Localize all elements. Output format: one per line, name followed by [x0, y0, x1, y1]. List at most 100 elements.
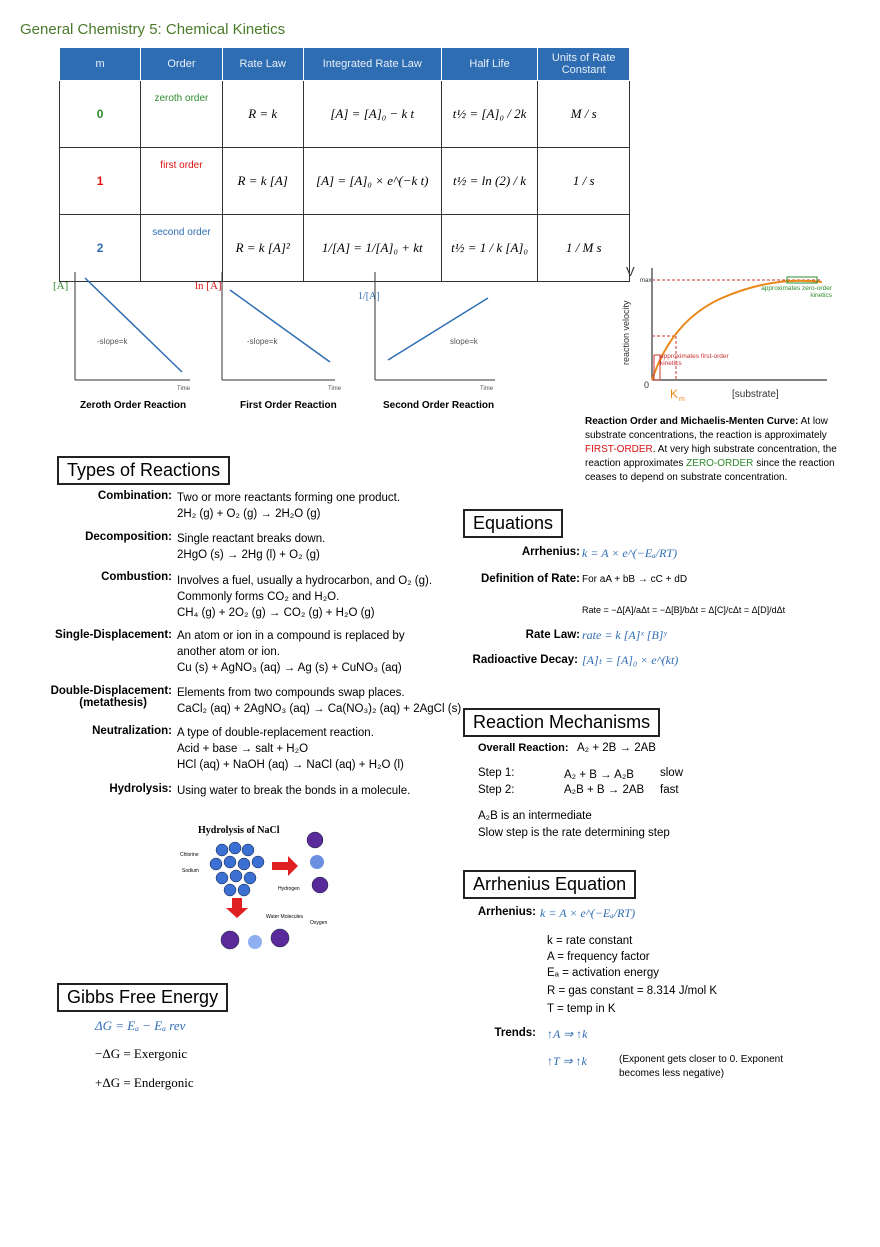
cell-units: 1 / M s: [537, 214, 630, 282]
cell-units: M / s: [537, 80, 630, 148]
mech-overall-label: Overall Reaction:: [478, 742, 569, 754]
page-title: General Chemistry 5: Chemical Kinetics: [20, 21, 286, 38]
arrh-label: Arrhenius:: [477, 906, 536, 918]
mech-note2: Slow step is the rate determining step: [478, 827, 670, 839]
type-desc: Involves a fuel, usually a hydrocarbon, …: [177, 573, 432, 621]
mechanisms-heading: Reaction Mechanisms: [463, 708, 661, 737]
type-line: CaCl₂ (aq) + 2AgNO₃ (aq) → Ca(NO₃)₂ (aq)…: [177, 703, 462, 715]
michaelis-menten-chart: V max reaction velocity [substrate] 0 K …: [621, 264, 832, 403]
graph-line: [84, 277, 183, 373]
graph-ylabel: 1/[A]: [358, 291, 380, 302]
hydrolysis-illustration: Hydrolysis of NaCl Chlorine Sodium Hydro…: [180, 825, 329, 950]
gibbs-eq1: ΔG = Eₐ − Eₐ rev: [95, 1018, 186, 1033]
graph-line: [387, 297, 489, 361]
eq-arrhenius-label: Arrhenius:: [521, 546, 580, 558]
mech-step1: A₂ + B → A₂B: [564, 769, 634, 781]
cell-m: 1: [58, 147, 142, 215]
mm-caption-2: . At very high substrate concentration, …: [585, 444, 837, 469]
mm-km-sub: m: [679, 396, 685, 403]
mm-km: K: [670, 387, 678, 401]
cell-m: 2: [58, 214, 142, 282]
type-label: Hydrolysis:: [109, 783, 172, 795]
graph-ylabel: [A]: [53, 280, 68, 292]
hydrolysis-title: Hydrolysis of NaCl: [198, 825, 280, 836]
label-sodium: Sodium: [182, 868, 199, 874]
type-label-main: Double-Displacement:: [50, 685, 172, 697]
type-line: Cu (s) + AgNO₃ (aq) → Ag (s) + CuNO₃ (aq…: [177, 662, 402, 674]
type-label: Combustion:: [101, 571, 172, 583]
table-row: 0 zeroth order R = k [A] = [A]₀ − k t t½…: [58, 80, 630, 148]
type-line: 2H₂ (g) + O₂ (g) → 2H₂O (g): [177, 508, 321, 520]
caption-second: Second Order Reaction: [383, 400, 495, 411]
cell-integrated: [A] = [A]₀ − k t: [302, 80, 442, 148]
graph-slope: -slope=k: [97, 337, 128, 346]
mm-caption-3: since the reaction ceases to depend on s…: [585, 458, 835, 483]
type-line: 2HgO (s) → 2Hg (l) + O₂ (g): [177, 549, 320, 561]
mm-caption-1: At low substrate concentrations, the rea…: [585, 416, 828, 441]
eq-rate-def-label: Definition of Rate:: [480, 573, 580, 585]
cell-rate-law: R = k: [221, 80, 304, 148]
header-rate-law: Rate Law: [221, 47, 304, 81]
type-desc: A type of double-replacement reaction. A…: [177, 725, 404, 773]
graph-slope: slope=k: [450, 337, 479, 346]
arrh-trend2-note: (Exponent gets closer to 0. Exponent bec…: [619, 1054, 783, 1079]
graph-xlabel: Time: [328, 386, 342, 392]
type-label: Double-Displacement: (metathesis): [20, 685, 172, 709]
cell-half-life: t½ = ln (2) / k: [440, 147, 539, 215]
graph-xlabel: Time: [480, 386, 494, 392]
type-line: An atom or ion in a compound is replaced…: [177, 630, 405, 642]
arrh-def: Eₐ = activation energy: [547, 967, 659, 979]
types-heading: Types of Reactions: [57, 456, 231, 485]
type-label: Single-Displacement:: [55, 629, 172, 641]
arrh-defs: k = rate constant A = frequency factor E…: [547, 933, 717, 1017]
label-chlorine: Chlorine: [180, 852, 199, 858]
equations-heading: Equations: [463, 509, 564, 538]
arrh-def: T = temp in K: [547, 1003, 616, 1015]
graph-second: 1/[A] slope=k Time: [358, 272, 495, 392]
type-line: Involves a fuel, usually a hydrocarbon, …: [177, 575, 433, 587]
type-line: A type of double-replacement reaction.: [177, 727, 374, 739]
mm-origin: 0: [644, 380, 649, 390]
type-line: CH₄ (g) + 2O₂ (g) → CO₂ (g) + H₂O (g): [177, 607, 375, 619]
arrh-def: k = rate constant: [547, 935, 633, 947]
type-label: Neutralization:: [92, 725, 172, 737]
gibbs-heading: Gibbs Free Energy: [57, 983, 229, 1012]
mm-y-axis: reaction velocity: [621, 300, 631, 365]
type-label: Combination:: [97, 490, 172, 502]
mm-zero-label: approximates zero-order kinetics: [761, 285, 832, 299]
table-row: 2 second order R = k [A]² 1/[A] = 1/[A]₀…: [58, 214, 630, 282]
eq-rate-def: For aA + bB → cC + dD: [582, 574, 688, 585]
eq-decay-label: Radioactive Decay:: [472, 654, 578, 666]
label-water: Water Molecules: [266, 914, 304, 920]
arrh-def: R = gas constant = 8.314 J/mol K: [547, 985, 718, 997]
header-integrated: Integrated Rate Law: [302, 47, 442, 81]
type-label: Decomposition:: [85, 531, 172, 543]
mech-step2-speed: fast: [660, 784, 679, 796]
arrhenius-heading: Arrhenius Equation: [463, 870, 637, 899]
cell-half-life: t½ = [A]₀ / 2k: [440, 80, 539, 148]
table-header-row: m Order Rate Law Integrated Rate Law Hal…: [58, 47, 630, 81]
mech-step1-speed: slow: [660, 767, 684, 779]
cell-order: zeroth order: [140, 80, 223, 148]
mm-caption-zero: ZERO-ORDER: [686, 458, 754, 469]
type-line: HCl (aq) + NaOH (aq) → NaCl (aq) + H₂O (…: [177, 759, 404, 771]
type-line: Elements from two compounds swap places.: [177, 687, 405, 699]
eq-rate-law-label: Rate Law:: [525, 629, 580, 641]
header-half-life: Half Life: [440, 47, 539, 81]
mm-caption-bold: Reaction Order and Michaelis-Menten Curv…: [585, 416, 799, 427]
gibbs-eq2: −ΔG = Exergonic: [95, 1046, 188, 1061]
eq-rate-law: rate = k [A]ˣ [B]ʸ: [582, 628, 667, 642]
type-desc: Elements from two compounds swap places.…: [177, 685, 461, 717]
caption-zeroth: Zeroth Order Reaction: [80, 400, 187, 411]
graph-zeroth: [A] -slope=k Time: [53, 272, 191, 392]
order-graphs: [A] -slope=k Time ln [A] -slope=k Time 1…: [53, 272, 495, 392]
type-label-sub: (metathesis): [79, 697, 147, 709]
cell-integrated: [A] = [A]₀ × e^(−k t): [302, 147, 442, 215]
arrh-def: A = frequency factor: [547, 951, 650, 963]
type-line: Using water to break the bonds in a mole…: [177, 785, 411, 797]
caption-first: First Order Reaction: [240, 400, 337, 411]
graph-first: ln [A] -slope=k Time: [195, 272, 342, 392]
label-oxygen: Oxygen: [310, 920, 327, 926]
type-desc: Single reactant breaks down. 2HgO (s) → …: [177, 531, 325, 563]
eq-rate-expr: Rate = −Δ[A]/aΔt = −Δ[B]/bΔt = Δ[C]/cΔt …: [582, 605, 786, 615]
